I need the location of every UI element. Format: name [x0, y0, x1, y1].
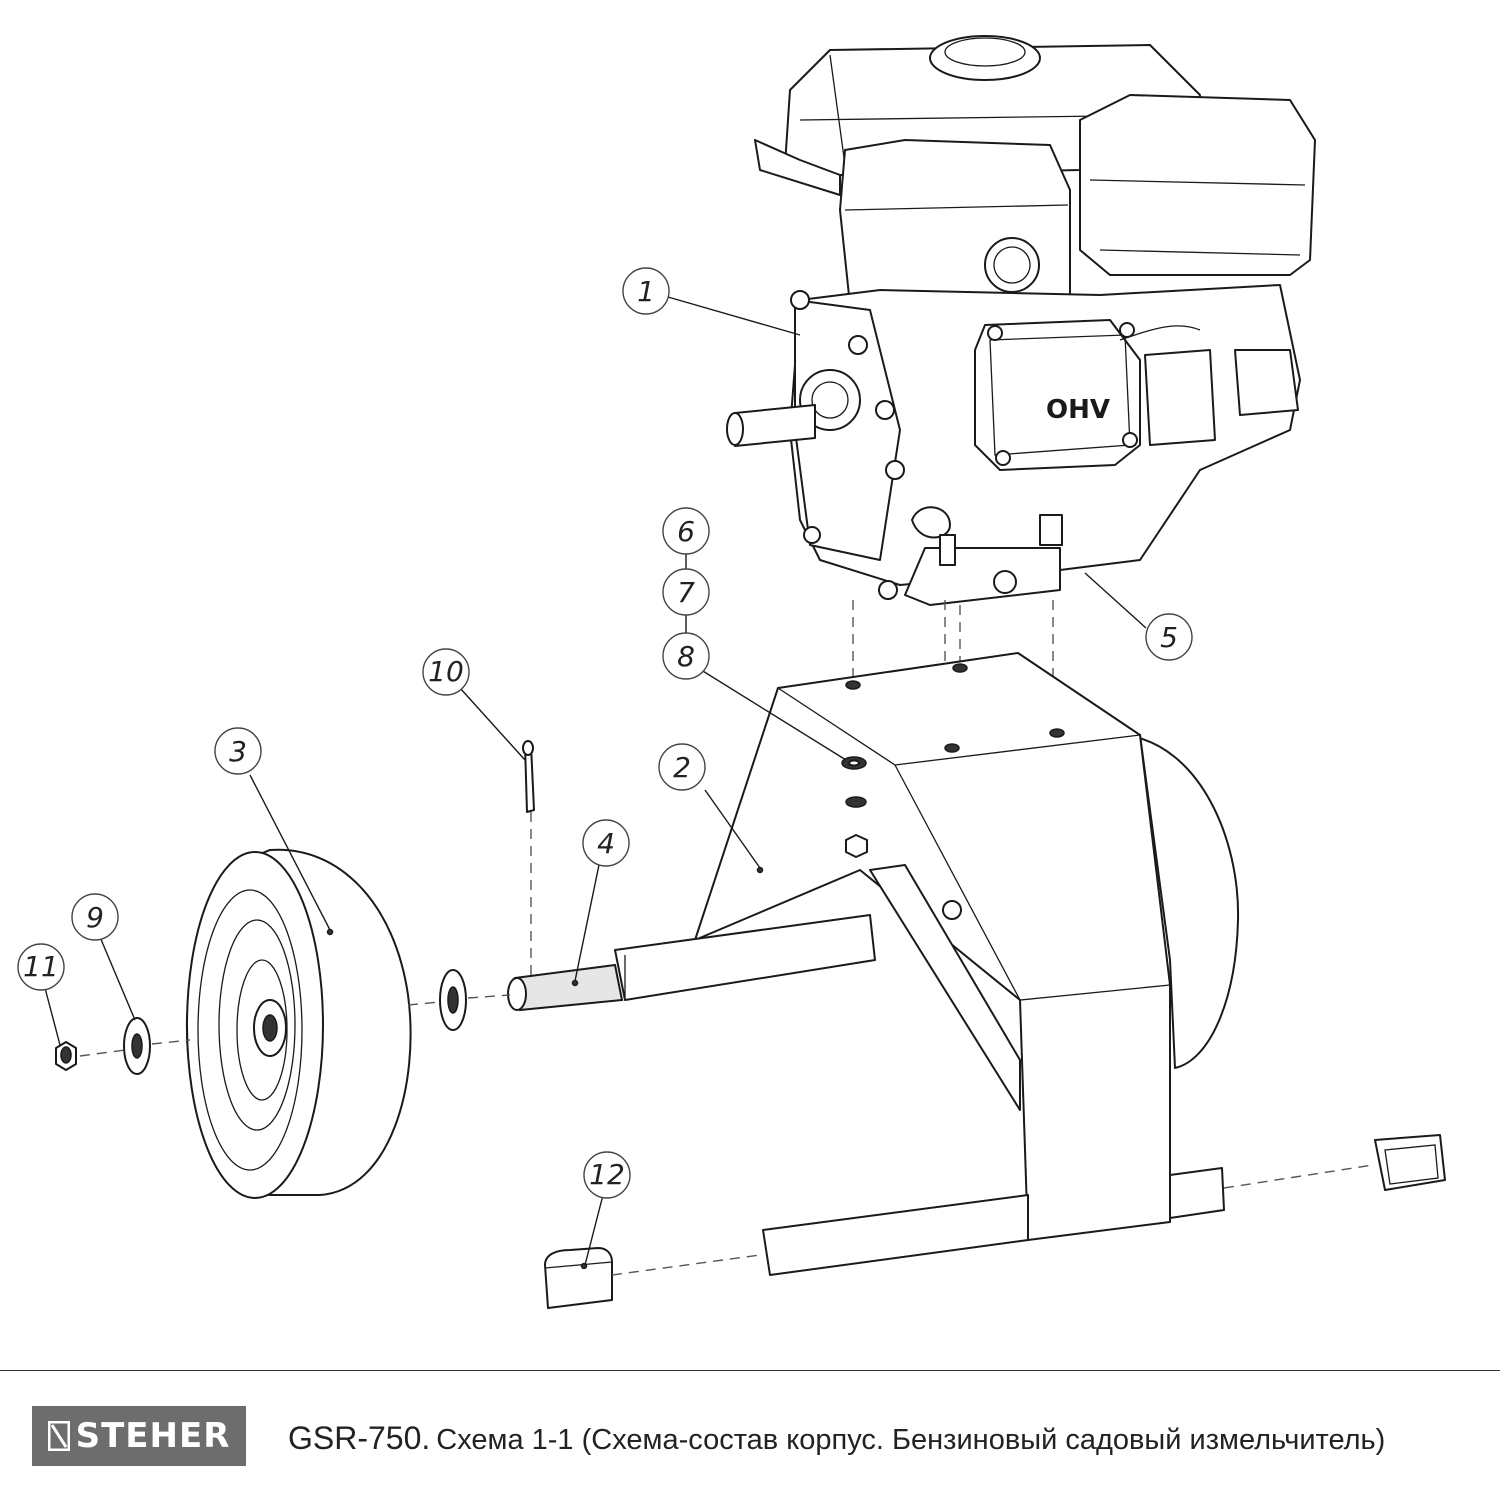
callout-11: 11	[17, 943, 65, 991]
callout-12: 12	[583, 1151, 631, 1199]
end-cap-front	[544, 1247, 613, 1309]
cotter-pin	[522, 740, 535, 813]
callout-9: 9	[71, 893, 119, 941]
mount-nut	[845, 834, 868, 858]
svg-text:7: 7	[677, 576, 695, 609]
brand-logo: STEHER	[32, 1406, 246, 1466]
svg-text:6: 6	[677, 515, 695, 548]
footer-divider	[0, 1370, 1500, 1371]
washer-9	[123, 1017, 151, 1075]
callout-4: 4	[582, 819, 630, 867]
svg-text:4: 4	[597, 827, 615, 860]
diagram-caption: GSR-750.Схема 1-1 (Схема-состав корпус. …	[288, 1416, 1478, 1460]
svg-text:1: 1	[637, 275, 655, 308]
svg-text:5: 5	[1160, 621, 1178, 654]
brand-name: STEHER	[75, 1416, 231, 1456]
mount-lock-washer	[845, 796, 867, 808]
wheel	[185, 848, 412, 1199]
callout-10: 10	[422, 648, 470, 696]
inner-washer	[439, 969, 467, 1031]
svg-text:12: 12	[589, 1158, 625, 1191]
engine: OHV	[726, 35, 1316, 606]
nut-11	[55, 1041, 77, 1071]
brand-mark-icon	[47, 1421, 70, 1451]
svg-text:8: 8	[677, 640, 695, 673]
svg-text:10: 10	[428, 655, 464, 688]
callout-8: 8	[662, 632, 710, 680]
mount-washer	[841, 756, 867, 770]
callout-5: 5	[1145, 613, 1193, 661]
exploded-parts-diagram: OHV	[17, 35, 1446, 1309]
svg-text:2: 2	[673, 751, 691, 784]
model-number: GSR-750.	[288, 1420, 431, 1456]
callout-7: 7	[662, 568, 710, 616]
end-cap-rear	[1374, 1134, 1446, 1191]
callout-6: 6	[662, 507, 710, 555]
caption-text: Схема 1-1 (Схема-состав корпус. Бензинов…	[436, 1424, 1386, 1456]
axle-pin	[507, 963, 624, 1012]
frame	[614, 652, 1240, 1276]
svg-text:11: 11	[23, 950, 59, 983]
callout-3: 3	[214, 727, 262, 775]
svg-text:9: 9	[86, 901, 104, 934]
engine-marking: OHV	[1046, 395, 1110, 425]
svg-text:3: 3	[229, 735, 247, 768]
callout-1: 1	[622, 267, 670, 315]
callout-2: 2	[658, 743, 706, 791]
